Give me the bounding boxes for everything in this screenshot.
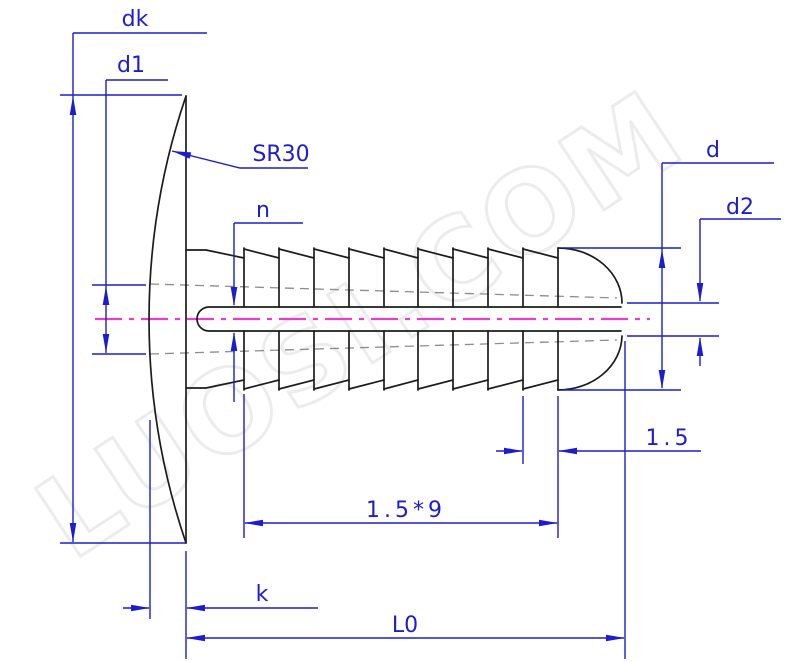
k-label: k: [256, 582, 269, 607]
d1-label: d1: [117, 53, 145, 78]
barb-edges-bottom: [243, 330, 559, 391]
dim-sr30: SR30: [171, 142, 310, 169]
barb-slopes-top: [243, 248, 559, 259]
d2-dimension-lines: [627, 218, 781, 366]
d2-label: d2: [726, 195, 754, 220]
pitch-total-arrow-left: [244, 519, 263, 527]
k-arrow-right: [186, 604, 205, 612]
pitch-arrow-right: [558, 447, 577, 455]
d-arrow-bottom: [658, 370, 666, 389]
dk-dimension-lines: [60, 32, 207, 544]
l0-arrow-right: [606, 634, 625, 642]
d-dimension-lines: [563, 162, 774, 391]
d-label: d: [706, 138, 720, 163]
pitch-dimension-lines: [496, 396, 701, 538]
dk-label: dk: [122, 7, 149, 32]
n-arrow-top: [230, 287, 238, 306]
dim-pitch-total: 1.5*9: [243, 394, 558, 538]
dim-l0: L0: [185, 341, 626, 659]
shank-bottom-first-land: [185, 379, 245, 389]
pitch-label: 1.5: [646, 426, 693, 451]
dim-d1: d1: [92, 53, 168, 355]
barb-slopes-bottom: [243, 379, 559, 390]
d1-arrow-top: [102, 286, 110, 305]
l0-arrow-left: [186, 634, 205, 642]
dk-arrow-top: [69, 96, 77, 115]
dim-d2: d2: [627, 195, 781, 366]
sr30-leader-line: [171, 150, 308, 169]
dim-n: n: [230, 198, 303, 402]
sr30-label: SR30: [252, 142, 309, 167]
center-slot: [196, 306, 622, 332]
dimensions: dk d1 SR30 n d d2: [60, 7, 781, 659]
barb-edges-top: [243, 247, 559, 308]
d-arrow-top: [658, 249, 666, 268]
k-arrow-left: [131, 604, 150, 612]
pitch-total-label: 1.5*9: [366, 498, 446, 523]
d2-arrow-bottom: [696, 337, 704, 356]
rivet-outline: [148, 95, 623, 544]
pitch-total-arrow-right: [539, 519, 558, 527]
tip-dome-bottom: [557, 335, 623, 391]
tip-dome-top: [557, 247, 623, 304]
shank-top-first-land: [185, 249, 245, 259]
head-dome-arc: [148, 95, 187, 544]
sr30-leader-arrow: [171, 147, 192, 159]
watermark-text: LUOSI.COM: [15, 66, 707, 585]
dim-k: k: [123, 420, 318, 619]
pitch-arrow-left: [504, 447, 523, 455]
d1-dimension-lines: [92, 79, 168, 355]
dim-dk: dk: [60, 7, 207, 544]
dim-pitch: 1.5: [496, 396, 701, 538]
d2-arrow-top: [696, 283, 704, 302]
n-label: n: [256, 198, 270, 223]
pitch-total-dimension-lines: [243, 394, 557, 538]
l0-label: L0: [392, 613, 418, 638]
l0-dimension-lines: [185, 341, 626, 659]
d1-arrow-bottom: [102, 334, 110, 353]
dim-d: d: [563, 138, 774, 391]
